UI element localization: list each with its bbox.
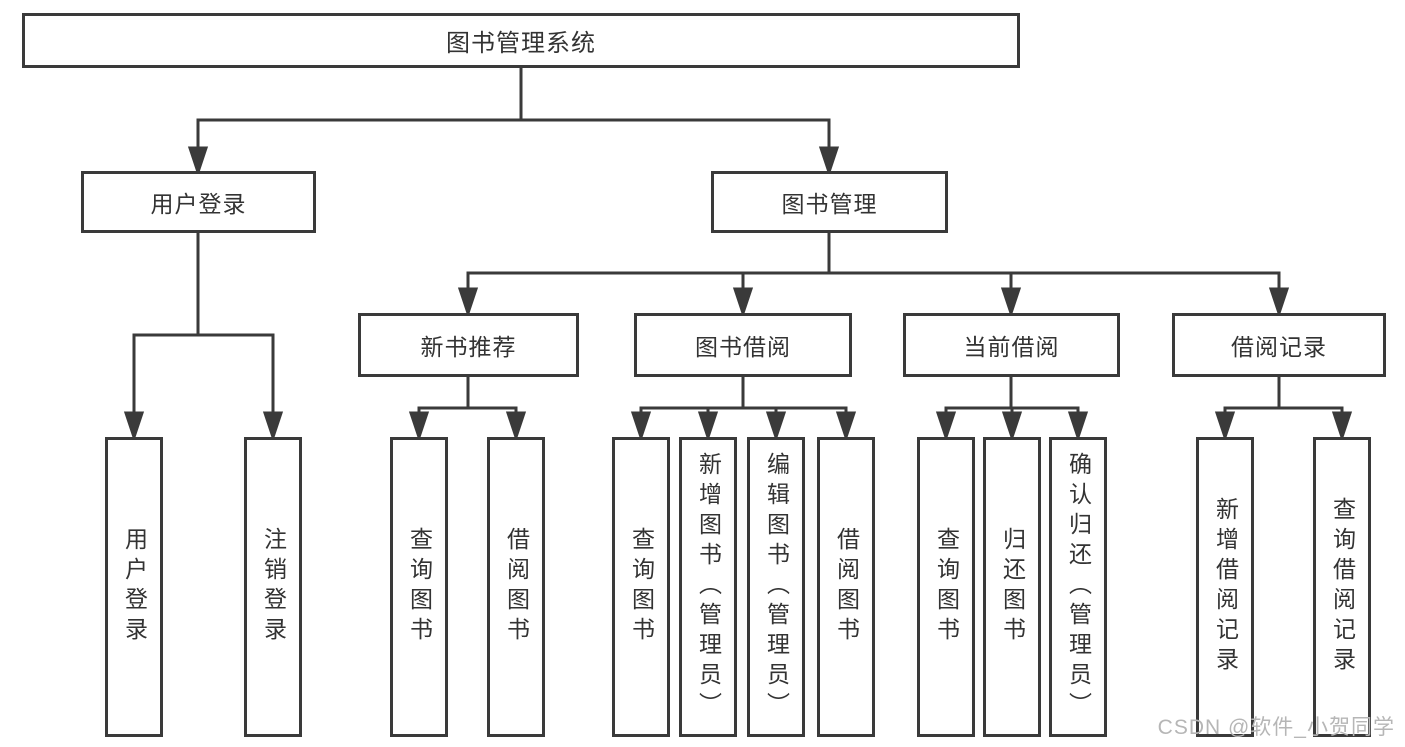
connector-root-to-level2 [187,66,840,177]
connector-new-book-to-leaves [408,375,527,442]
leaf-bb-borrow-book: 借阅图书 [817,437,875,737]
node-user-login: 用户登录 [81,171,316,233]
leaf-cb-return-book: 归还图书 [983,437,1041,737]
node-borrow-record: 借阅记录 [1172,313,1386,377]
node-library-management-system: 图书管理系统 [22,13,1020,68]
node-current-borrow: 当前借阅 [903,313,1120,377]
leaf-user-login: 用户登录 [105,437,163,737]
leaf-nbr-borrow-book: 借阅图书 [487,437,545,737]
connector-current-borrow-to-leaves [935,375,1089,442]
leaf-logout-login: 注销登录 [244,437,302,737]
node-book-borrow: 图书借阅 [634,313,852,377]
leaf-bb-edit-book-admin: 编辑图书（管理员） [747,437,805,737]
connector-borrow-record-to-leaves [1214,375,1353,442]
leaf-cb-query-book: 查询图书 [917,437,975,737]
node-book-management: 图书管理 [711,171,948,233]
connector-book-borrow-to-leaves [630,375,857,442]
node-new-book-recommend: 新书推荐 [358,313,579,377]
leaf-bb-add-book-admin: 新增图书（管理员） [679,437,737,737]
connector-user-login-to-leaves [123,231,284,442]
leaf-bb-query-book: 查询图书 [612,437,670,737]
leaf-cb-confirm-return-admin: 确认归还（管理员） [1049,437,1107,737]
leaf-br-add-borrow-record: 新增借阅记录 [1196,437,1254,737]
leaf-nbr-query-book: 查询图书 [390,437,448,737]
leaf-br-query-borrow-record: 查询借阅记录 [1313,437,1371,737]
csdn-watermark: CSDN @软件_小贺同学 [1157,716,1395,739]
connector-book-mgmt-to-level3 [457,231,1290,318]
